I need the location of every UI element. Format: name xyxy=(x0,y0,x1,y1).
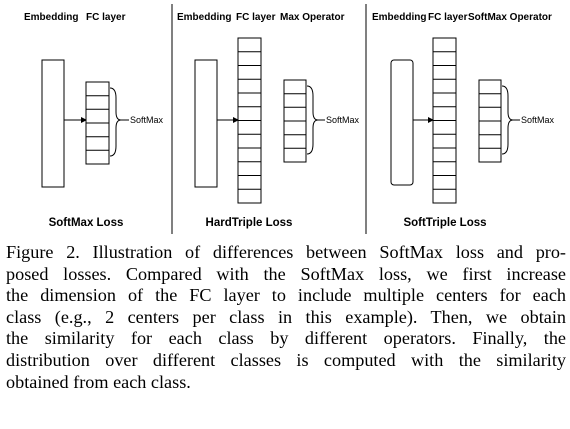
fc-layer-stack xyxy=(85,81,110,165)
panel-hardtriple-loss: Embedding FC layer Max Operator xyxy=(177,12,360,229)
embedding-block xyxy=(390,59,414,186)
caption-line: distribution over different classes is c… xyxy=(6,349,566,370)
header-fc-layer: FC layer xyxy=(236,12,276,23)
header-max-operator: Max Operator xyxy=(280,12,345,23)
panel-title: SoftMax Loss xyxy=(49,217,124,229)
softmax-label: SoftMax xyxy=(326,115,360,125)
panel-title: SoftTriple Loss xyxy=(403,217,486,229)
caption-line: posed losses. Compared with the SoftMax … xyxy=(6,263,566,284)
softmax-label: SoftMax xyxy=(130,115,164,125)
figure-caption: Figure 2. Illustration of differences be… xyxy=(6,242,566,393)
caption-line: obtained from each class. xyxy=(6,371,191,392)
header-embedding: Embedding xyxy=(24,12,78,23)
panel-title: HardTriple Loss xyxy=(206,217,293,229)
caption-line: the similarity for each class by differe… xyxy=(6,328,566,349)
header-softmax-operator: SoftMax Operator xyxy=(468,12,552,23)
caption-line: the dimension of the FC layer to include… xyxy=(6,285,566,306)
bracket xyxy=(109,87,122,157)
header-embedding: Embedding xyxy=(177,12,231,23)
header-fc-layer: FC layer xyxy=(86,12,126,23)
panel-softmax-loss: Embedding FC layer SoftMax SoftMax Loss xyxy=(24,12,164,229)
embedding-block xyxy=(194,59,218,188)
operator-stack xyxy=(478,79,502,163)
header-fc-layer: FC layer xyxy=(428,12,468,23)
figure-diagram: Embedding FC layer SoftMax SoftMax Loss … xyxy=(24,4,555,234)
fc-layer-stack xyxy=(432,37,457,204)
operator-stack xyxy=(283,79,307,163)
bracket xyxy=(501,85,514,155)
embedding-block xyxy=(41,59,65,188)
softmax-label: SoftMax xyxy=(521,115,555,125)
caption-line: class (e.g., 2 centers per class in this… xyxy=(6,306,566,327)
bracket xyxy=(306,85,319,155)
fc-layer-stack xyxy=(237,37,262,204)
header-embedding: Embedding xyxy=(372,12,426,23)
caption-line: Figure 2. Illustration of differences be… xyxy=(6,242,566,262)
panel-softtriple-loss: Embedding FC layer SoftMax Operator xyxy=(372,12,555,229)
